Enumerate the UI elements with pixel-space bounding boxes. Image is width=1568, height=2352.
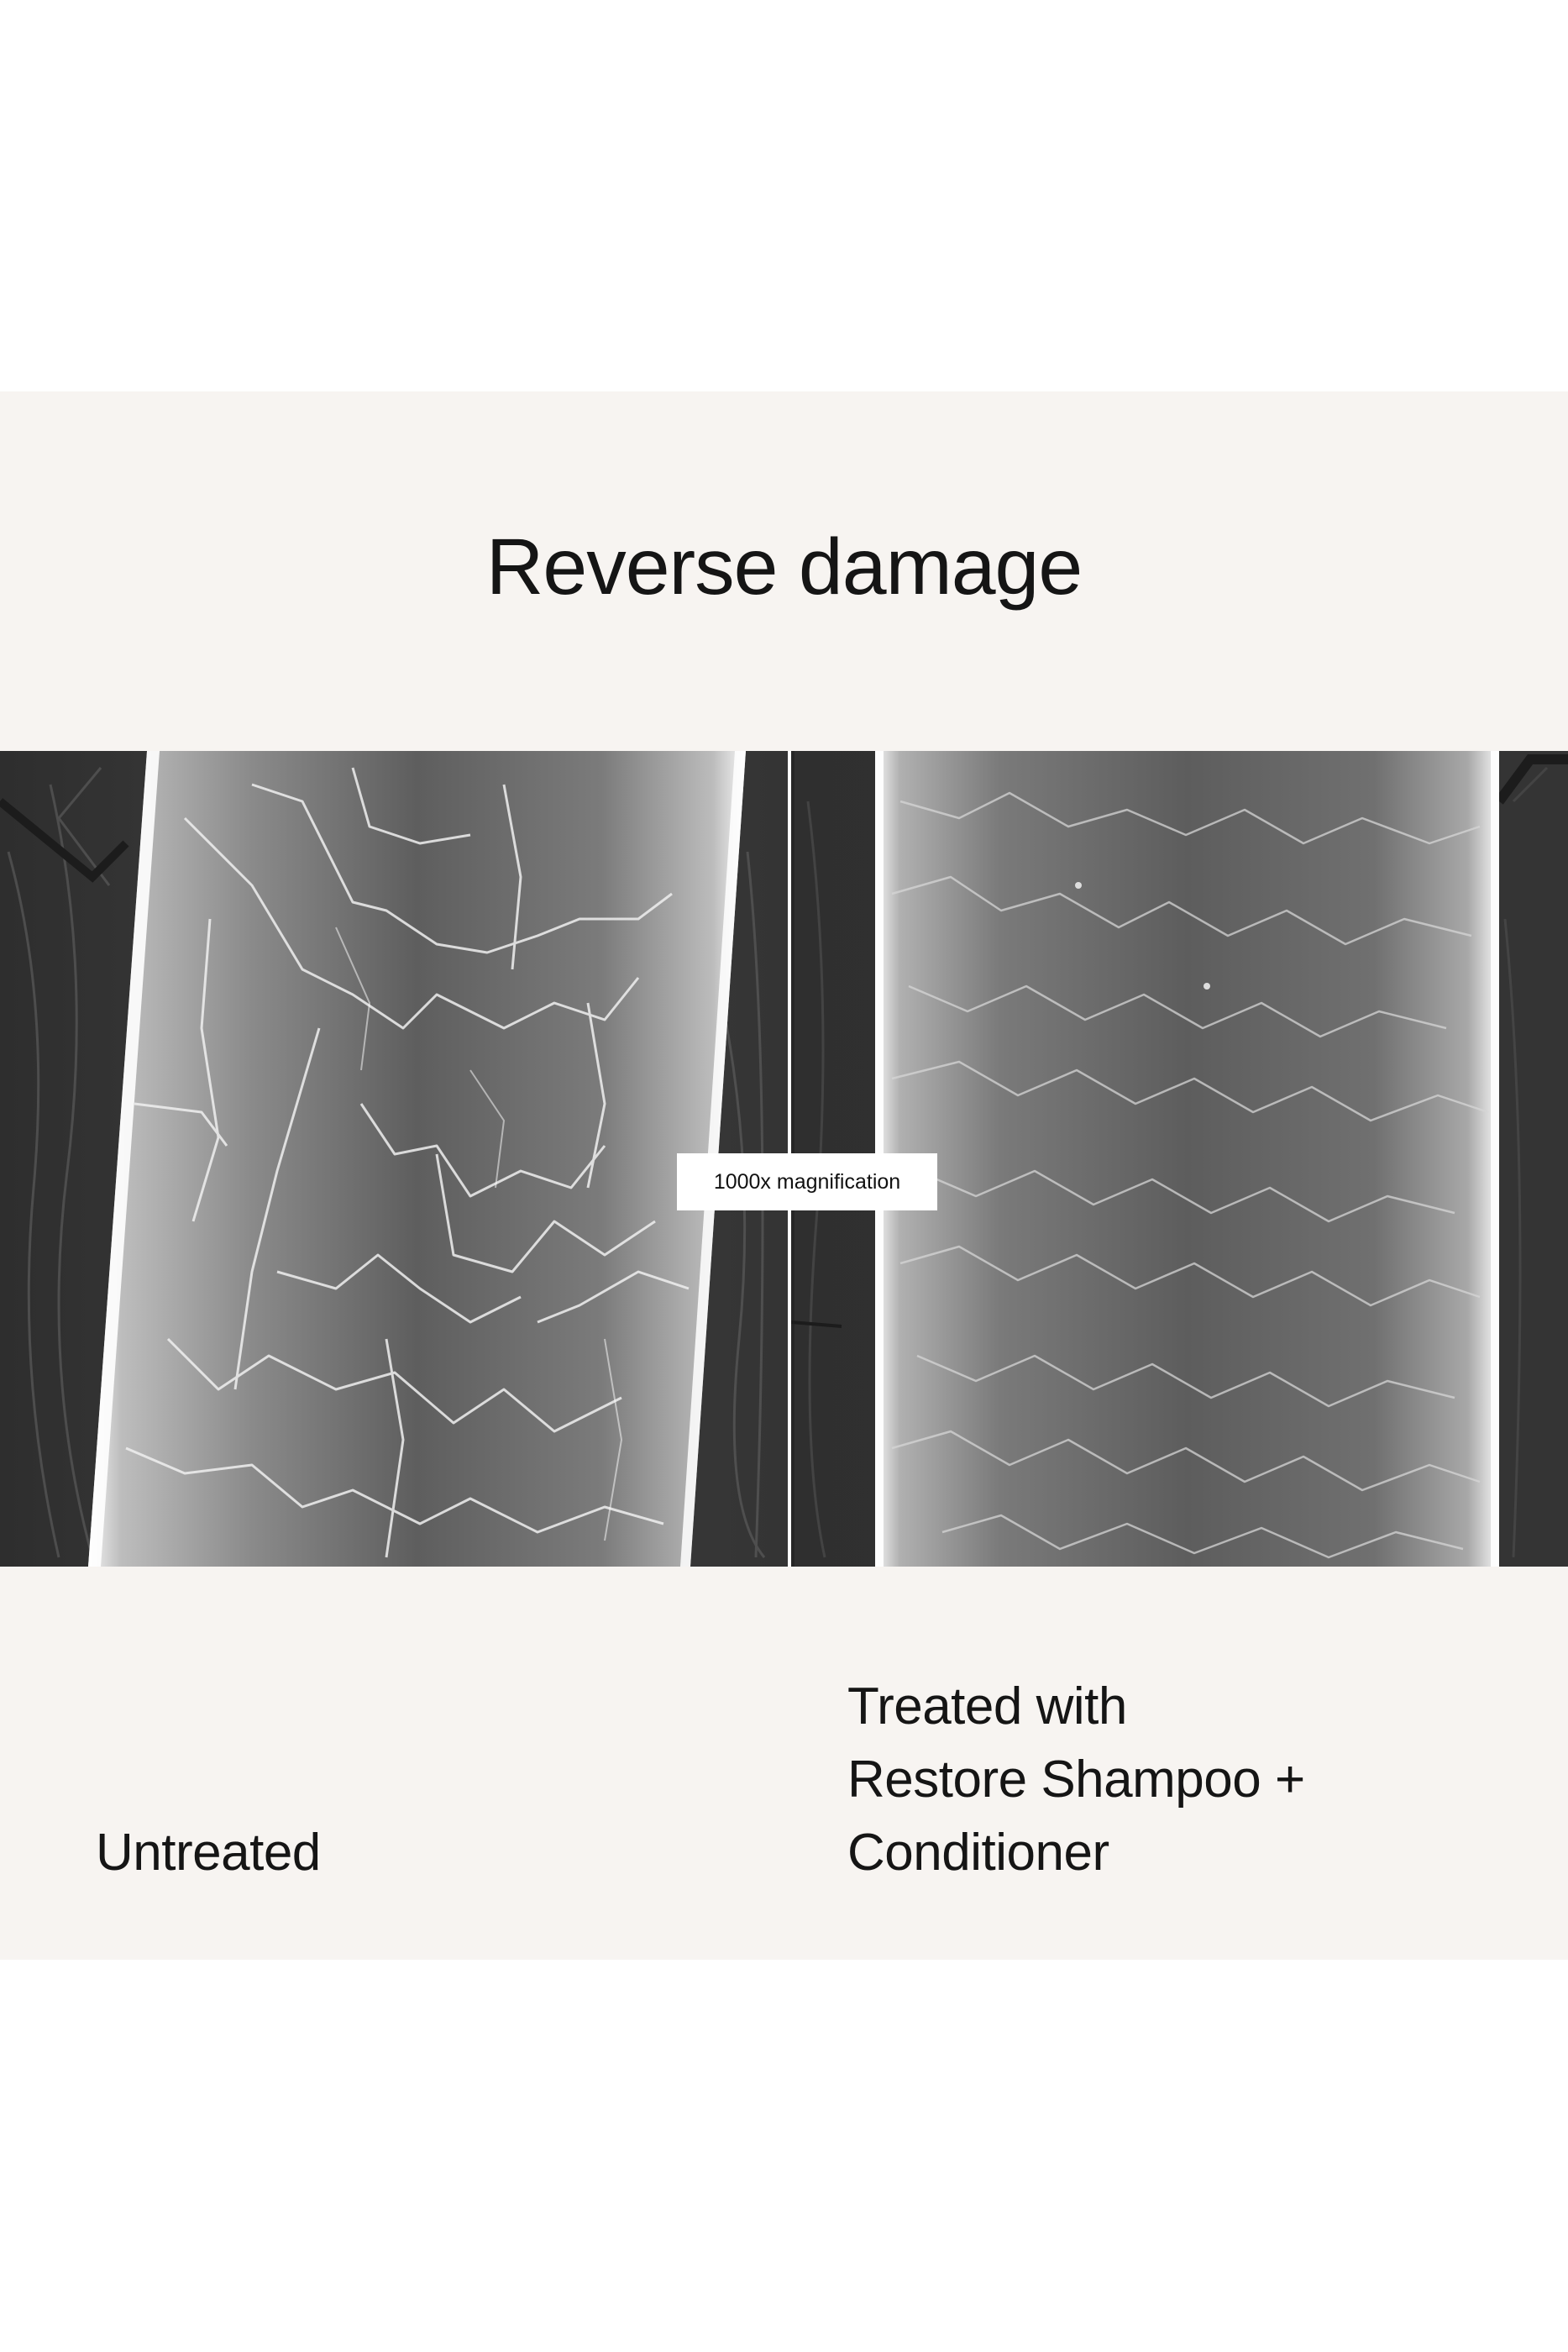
magnification-label-text: 1000x magnification <box>713 1169 901 1194</box>
untreated-hair-image <box>0 751 788 1567</box>
page-title: Reverse damage <box>485 522 1083 612</box>
caption-line: Restore Shampoo + <box>847 1751 1305 1809</box>
untreated-hair-illustration <box>0 751 788 1567</box>
untreated-caption: Untreated <box>96 1816 321 1889</box>
caption-line: Treated with <box>847 1677 1127 1735</box>
caption-line: Untreated <box>96 1824 321 1882</box>
magnification-label: 1000x magnification <box>677 1153 937 1210</box>
caption-line: Conditioner <box>847 1824 1109 1882</box>
treated-caption: Treated with Restore Shampoo + Condition… <box>847 1670 1305 1889</box>
